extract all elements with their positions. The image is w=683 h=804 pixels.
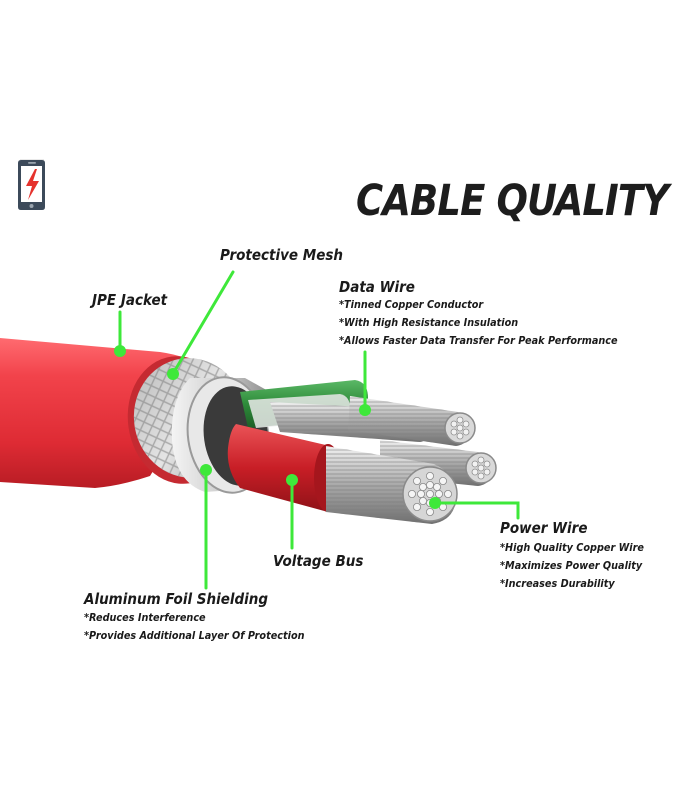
label-protective-mesh: Protective Mesh <box>220 246 344 264</box>
power-wire-line: *Maximizes Power Quality <box>500 559 643 572</box>
data-wire-line: *With High Resistance Insulation <box>339 316 519 329</box>
label-voltage-bus: Voltage Bus <box>273 552 364 570</box>
pointer-voltage-bus-dot <box>286 474 298 486</box>
power-wire-line: *Increases Durability <box>500 577 615 590</box>
power-wire-line: *High Quality Copper Wire <box>500 541 644 554</box>
phone-charging-bolt-icon <box>18 159 45 210</box>
data-wire-line: *Allows Faster Data Transfer For Peak Pe… <box>339 334 618 347</box>
pointer-lines <box>114 270 520 590</box>
aluminum-foil-line: *Provides Additional Layer Of Protection <box>84 629 305 642</box>
pointer-protective-mesh <box>172 270 235 374</box>
page-title: CABLE QUALITY <box>356 176 669 226</box>
pointer-aluminum-foil-dot <box>200 464 212 476</box>
label-jpe-jacket: JPE Jacket <box>92 291 168 309</box>
pointer-power-wire-dot <box>429 497 441 509</box>
label-aluminum-foil-shielding: Aluminum Foil Shielding <box>84 590 269 608</box>
pointer-data-wire-dot <box>359 404 371 416</box>
data-wire-description: *Tinned Copper Conductor *With High Resi… <box>339 296 618 350</box>
label-data-wire: Data Wire <box>339 278 415 296</box>
data-wire-line: *Tinned Copper Conductor <box>339 298 484 311</box>
label-power-wire: Power Wire <box>500 519 588 537</box>
pointer-power-wire <box>434 501 520 520</box>
power-wire-description: *High Quality Copper Wire *Maximizes Pow… <box>500 539 644 593</box>
voltage-bus-insulation <box>227 424 330 512</box>
pointer-protective-mesh-dot <box>167 368 179 380</box>
aluminum-foil-line: *Reduces Interference <box>84 611 206 624</box>
aluminum-foil-description: *Reduces Interference *Provides Addition… <box>84 609 304 645</box>
pointer-jpe-jacket-dot <box>114 345 126 357</box>
